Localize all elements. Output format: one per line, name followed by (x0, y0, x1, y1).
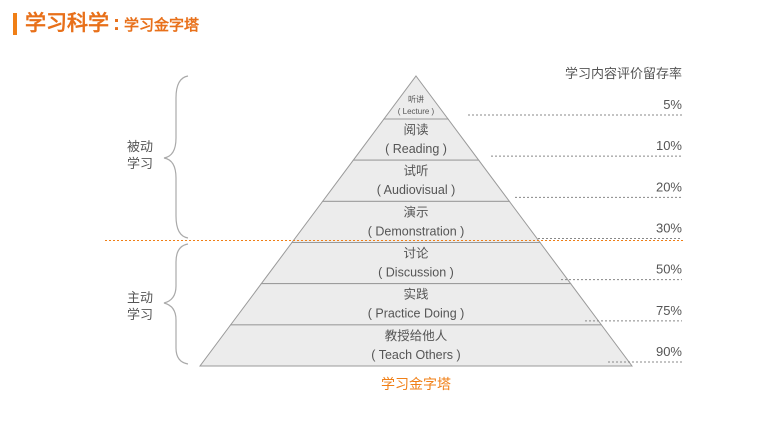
layer-label-en: ( Reading ) (385, 142, 447, 156)
passive-brace (163, 75, 189, 239)
retention-rates: 5% 10% 20% 30% 50% 75% 90% (468, 97, 682, 363)
page-title: 学习科学:学习金字塔 (25, 10, 199, 40)
layer-label-en: ( Teach Others ) (371, 348, 460, 362)
layer-label-zh: 试听 (403, 163, 428, 178)
title-accent-bar (13, 13, 17, 35)
active-label-line1: 主动 (127, 290, 153, 305)
retention-rate: 10% (656, 138, 682, 153)
retention-rate: 90% (656, 344, 682, 359)
retention-header: 学习内容评价留存率 (565, 66, 682, 81)
retention-rate: 75% (656, 303, 682, 318)
retention-rate: 30% (656, 221, 682, 236)
active-label-line2: 学习 (127, 307, 153, 322)
retention-rate: 20% (656, 179, 682, 194)
title-colon: : (113, 12, 120, 35)
layer-label-zh: 阅读 (403, 123, 428, 137)
pyramid-layers: 听讲 ( Lecture ) 阅读 ( Reading ) 试听 ( Audiovisua… (199, 75, 633, 367)
retention-rate: 50% (656, 262, 682, 277)
pyramid-layer (199, 324, 633, 367)
layer-label-zh: 演示 (403, 204, 428, 219)
title-main: 学习科学 (25, 12, 109, 35)
active-brace (163, 243, 189, 365)
retention-rate: 5% (663, 97, 682, 112)
pyramid-caption: 学习金字塔 (381, 376, 451, 392)
layer-label-zh: 教授给他人 (385, 328, 448, 343)
layer-label-en: ( Lecture ) (398, 107, 435, 116)
layer-label-en: ( Demonstration ) (368, 224, 465, 238)
title-subtitle: 学习金字塔 (124, 17, 200, 34)
passive-label-line1: 被动 (127, 139, 153, 154)
layer-label-en: ( Audiovisual ) (377, 183, 456, 197)
layer-label-en: ( Practice Doing ) (368, 307, 465, 321)
layer-label-en: ( Discussion ) (378, 266, 454, 280)
layer-label-zh: 听讲 (408, 94, 424, 104)
layer-label-zh: 讨论 (403, 247, 429, 261)
layer-label-zh: 实践 (403, 287, 429, 302)
passive-label-line2: 学习 (127, 156, 153, 171)
